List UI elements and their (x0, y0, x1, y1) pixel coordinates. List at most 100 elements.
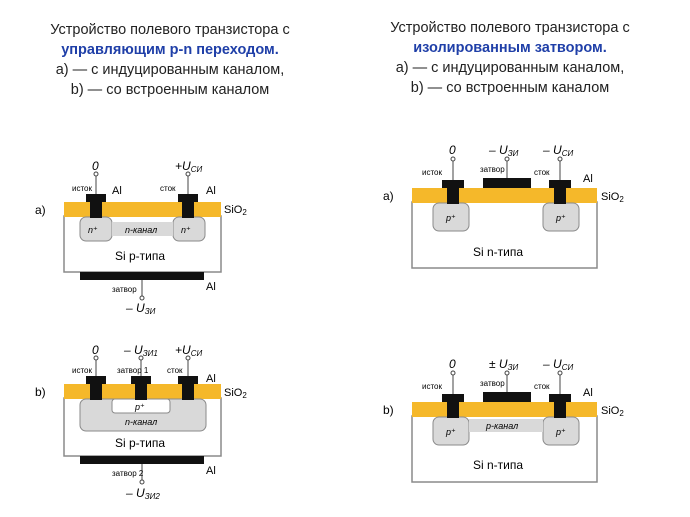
voltage-label: – UЗИ1 (123, 343, 158, 358)
drain-contact (549, 394, 571, 402)
source-contact (442, 394, 464, 402)
oxide-layer (412, 402, 597, 417)
drain-contact (554, 402, 566, 418)
al-label: Al (583, 173, 593, 185)
gate-contact (483, 178, 531, 188)
drain-contact (178, 194, 198, 202)
gate1-label: затвор 1 (117, 366, 149, 375)
al-label: Al (206, 373, 216, 385)
terminal-dot (93, 171, 99, 177)
gate-label: затвор (480, 165, 505, 174)
label-a: a) (383, 189, 394, 203)
diagram-left-b: b) p⁺ n-канал Si p-типа 0 – UЗИ1 +UСИ ис… (35, 343, 247, 501)
source-label: исток (72, 366, 92, 375)
channel-label: n-канал (125, 417, 157, 427)
terminal-dot (450, 370, 456, 376)
label-b: b) (35, 385, 46, 399)
drain-label: сток (534, 168, 550, 177)
substrate-label: Si n-типа (473, 245, 523, 259)
voltage-label: +UСИ (175, 159, 202, 174)
source-contact (447, 402, 459, 418)
voltage-label: – UСИ (542, 143, 573, 158)
al-label: Al (583, 387, 593, 399)
source-label: исток (422, 382, 442, 391)
voltage-label: 0 (92, 159, 99, 173)
p-region-label: p⁺ (134, 402, 145, 412)
oxide-label: SiO2 (601, 405, 624, 418)
p-plus-label: p⁺ (555, 427, 566, 437)
gate1-contact (131, 376, 151, 384)
terminal-dot (185, 171, 191, 177)
voltage-label: +UСИ (175, 343, 202, 358)
source-contact (86, 194, 106, 202)
right-heading-line4: b) — со встроенным каналом (410, 80, 610, 96)
voltage-label: 0 (449, 143, 456, 157)
right-heading-line1: Устройство полевого транзистора с (390, 20, 630, 36)
drain-label: сток (167, 366, 183, 375)
terminal-dot (504, 156, 510, 162)
gate-contact (483, 392, 531, 402)
terminal-dot (557, 156, 563, 162)
source-contact (447, 188, 459, 204)
substrate-label: Si p-типа (115, 436, 165, 450)
terminal-dot (185, 355, 191, 361)
oxide-label: SiO2 (224, 387, 247, 400)
drain-contact (554, 188, 566, 204)
terminal-dot (450, 156, 456, 162)
gate-contact (80, 272, 204, 280)
substrate-label: Si p-типа (115, 249, 165, 263)
source-contact (442, 180, 464, 188)
al-label: Al (206, 281, 216, 293)
diagram-right-b: b) p⁺ p⁺ p-канал Si n-типа 0 ± UЗИ – UСИ… (383, 357, 624, 483)
voltage-label: ± UЗИ (489, 357, 519, 372)
source-label: исток (72, 184, 92, 193)
voltage-label: – UЗИ2 (125, 486, 160, 501)
p-plus-label: p⁺ (445, 213, 456, 223)
oxide-layer (412, 188, 597, 203)
source-label: исток (422, 168, 442, 177)
n-plus-label: n⁺ (88, 225, 98, 235)
oxide-label: SiO2 (601, 191, 624, 204)
terminal-dot (138, 355, 144, 361)
p-plus-label: p⁺ (445, 427, 456, 437)
label-a: a) (35, 203, 46, 217)
substrate-label: Si n-типа (473, 458, 523, 472)
left-heading-line3: a) — с индуцированным каналом, (55, 62, 285, 78)
gate2-contact (80, 456, 204, 464)
channel-label: n-канал (125, 225, 157, 235)
al-label: Al (112, 185, 122, 197)
al-label: Al (206, 465, 216, 477)
channel-region (112, 222, 173, 236)
source-contact (90, 202, 102, 218)
left-heading: Устройство полевого транзистора с управл… (15, 20, 325, 100)
right-heading-line3: a) — с индуцированным каналом, (395, 60, 625, 76)
source-contact (90, 384, 102, 400)
gate-label: затвор (112, 285, 137, 294)
left-heading-line4: b) — со встроенным каналом (70, 82, 270, 98)
terminal-dot (93, 355, 99, 361)
drain-label: сток (534, 382, 550, 391)
oxide-label: SiO2 (224, 204, 247, 217)
label-b: b) (383, 403, 394, 417)
left-heading-accent: управляющим p-n переходом. (61, 42, 279, 58)
drain-contact (182, 202, 194, 218)
drain-contact (182, 384, 194, 400)
terminal-dot (557, 370, 563, 376)
voltage-label: 0 (449, 357, 456, 371)
drain-contact (549, 180, 571, 188)
gate2-label: затвор 2 (112, 469, 144, 478)
gate-label: затвор (480, 379, 505, 388)
right-heading: Устройство полевого транзистора с изолир… (345, 18, 675, 98)
left-heading-line1: Устройство полевого транзистора с (50, 22, 290, 38)
oxide-layer (64, 202, 221, 217)
voltage-label: 0 (92, 343, 99, 357)
n-plus-label: n⁺ (181, 225, 191, 235)
p-channel-region (469, 419, 543, 432)
diagram-right-a: a) p⁺ p⁺ Si n-типа 0 – UЗИ – UСИ исток з… (383, 143, 624, 269)
voltage-label: – UЗИ (125, 301, 156, 316)
voltage-label: – UСИ (542, 357, 573, 372)
right-heading-accent: изолированным затвором. (413, 40, 607, 56)
al-label: Al (206, 185, 216, 197)
terminal-dot (139, 295, 145, 301)
